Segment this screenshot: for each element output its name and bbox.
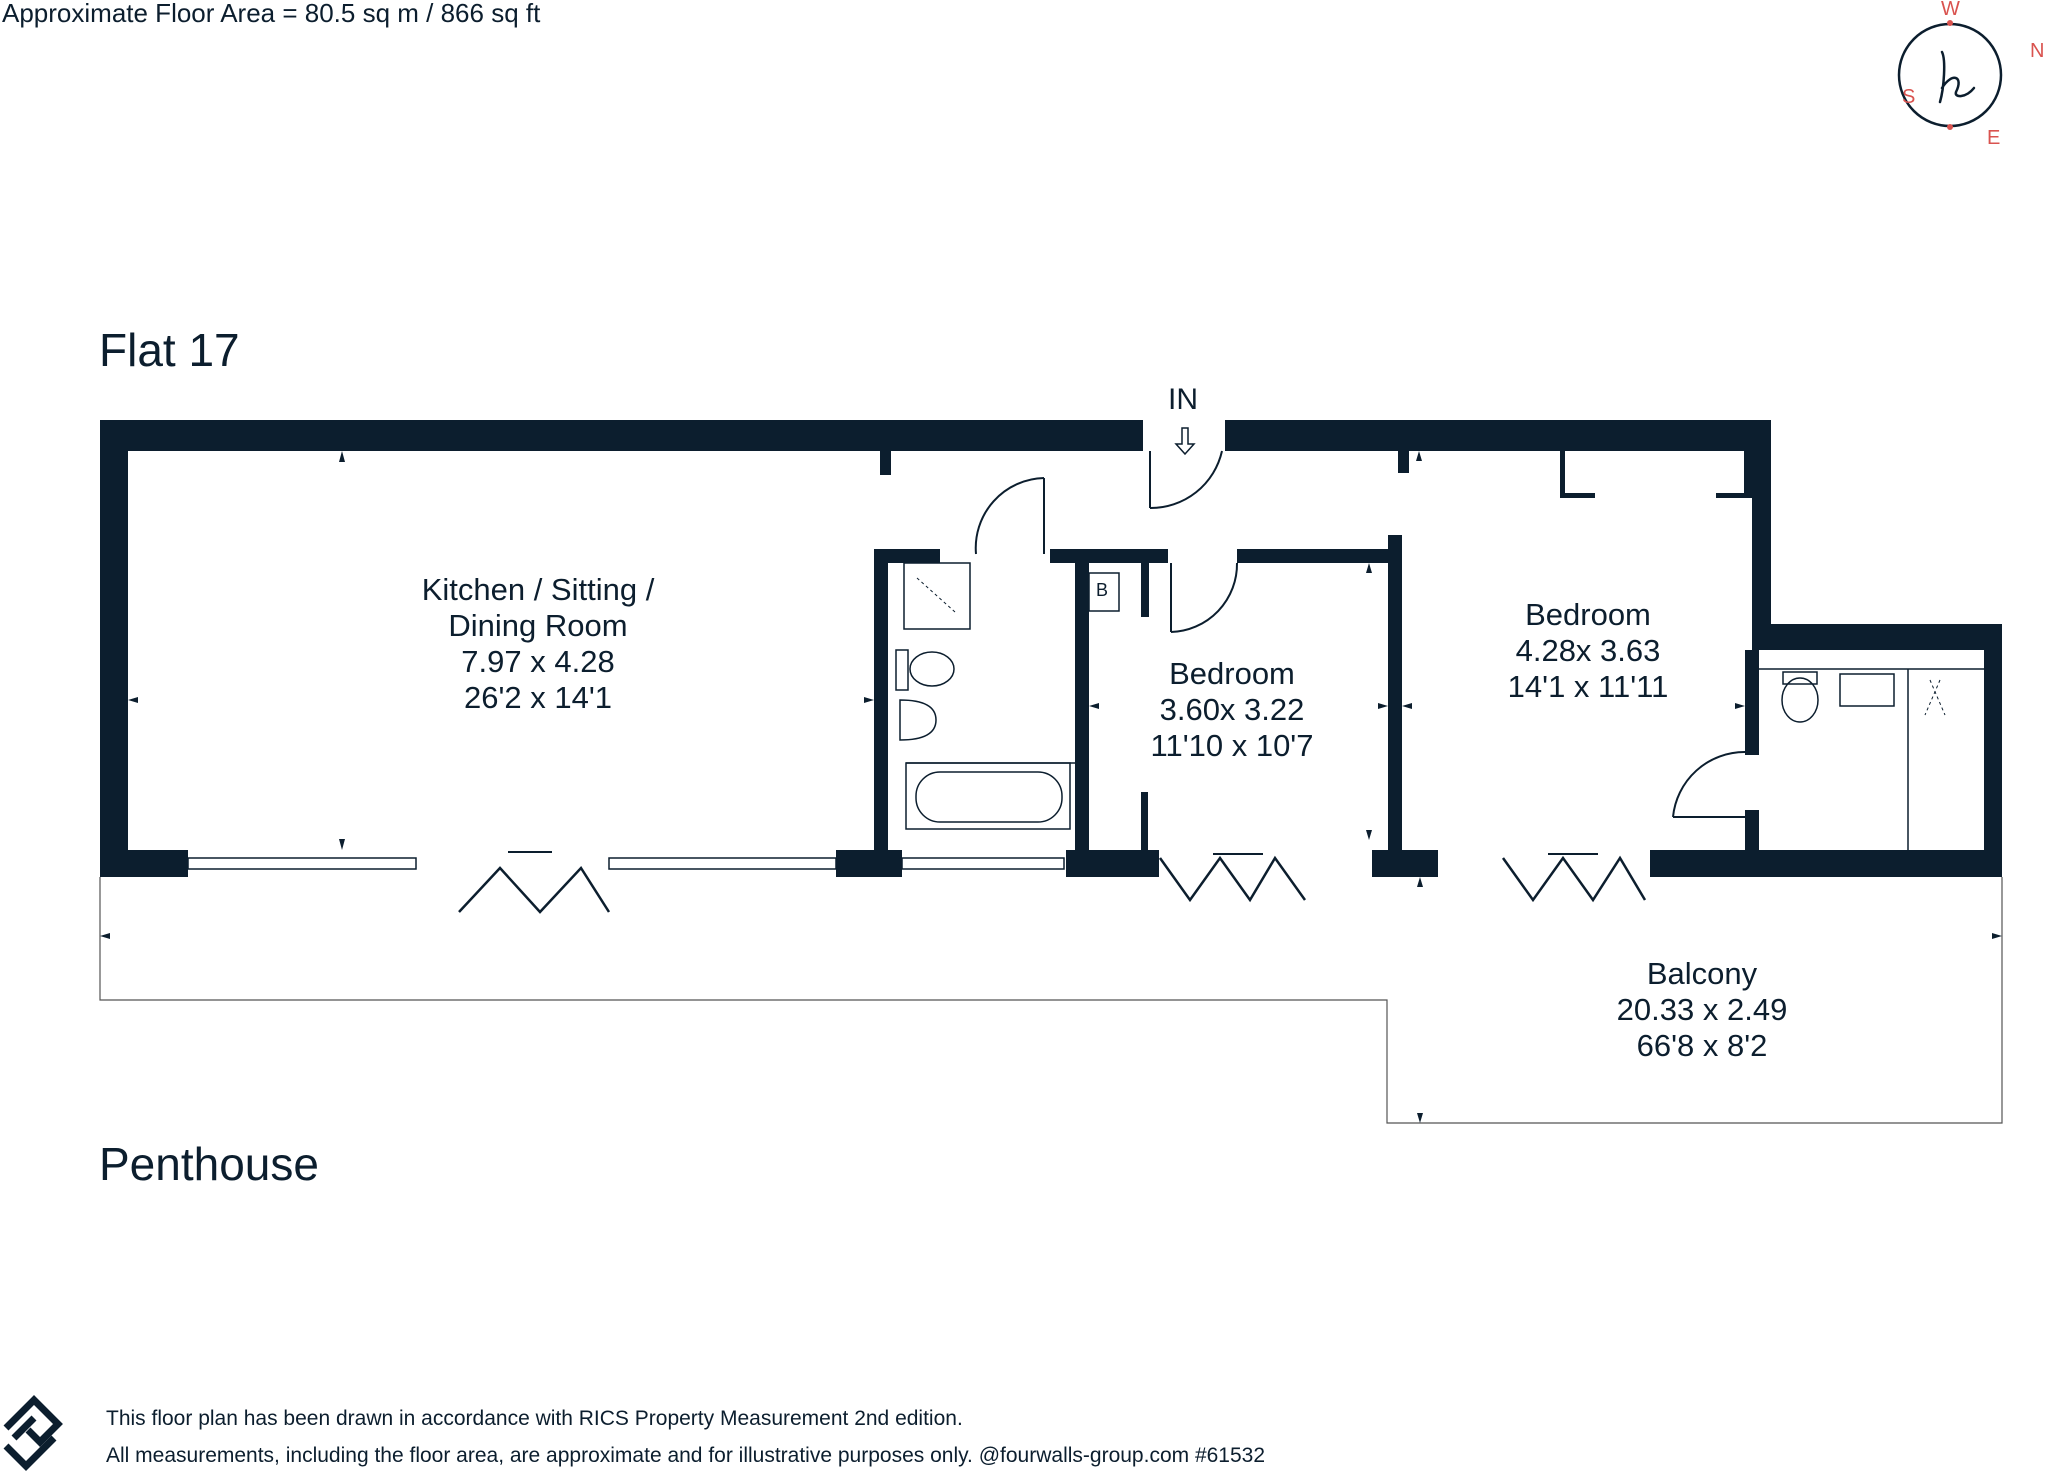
room-label-bedroom-2: Bedroom 4.28x 3.63 14'1 x 11'11 xyxy=(1458,597,1718,705)
room-label-bedroom-1: Bedroom 3.60x 3.22 11'10 x 10'7 xyxy=(1102,656,1362,764)
room-imperial-dimensions: 14'1 x 11'11 xyxy=(1507,669,1669,704)
room-metric-dimensions: 3.60x 3.22 xyxy=(1159,692,1305,727)
room-metric-dimensions: 7.97 x 4.28 xyxy=(461,644,615,679)
room-imperial-dimensions: 11'10 x 10'7 xyxy=(1150,728,1314,763)
room-name: Balcony xyxy=(1646,956,1758,991)
compass-east-label: E xyxy=(1987,127,2001,149)
compass: W N S E xyxy=(1890,0,2048,150)
fixtures xyxy=(99,427,2003,1124)
fourwalls-logo-icon xyxy=(3,1395,63,1471)
room-imperial-dimensions: 26'2 x 14'1 xyxy=(463,680,612,715)
compass-west-label: W xyxy=(1941,0,1960,20)
floor-area-caption: Approximate Floor Area = 80.5 sq m / 866… xyxy=(2,0,541,28)
fourwalls-logo xyxy=(0,1388,70,1483)
boiler-label: B xyxy=(1096,580,1109,600)
footer-disclaimer-rics: This floor plan has been drawn in accord… xyxy=(106,1407,963,1430)
compass-north-label: N xyxy=(2030,40,2045,62)
footer-disclaimer-measurements: All measurements, including the floor ar… xyxy=(106,1444,1266,1467)
plan-title: Flat 17 xyxy=(99,324,240,376)
room-name: Bedroom xyxy=(1525,597,1651,632)
room-metric-dimensions: 4.28x 3.63 xyxy=(1515,633,1661,668)
room-label-kitchen: Kitchen / Sitting / Dining Room 7.97 x 4… xyxy=(368,572,708,716)
room-label-balcony: Balcony 20.33 x 2.49 66'8 x 8'2 xyxy=(1572,956,1832,1064)
dimension-ticks xyxy=(100,451,2002,1123)
room-imperial-dimensions: 66'8 x 8'2 xyxy=(1636,1028,1768,1063)
compass-south-label: S xyxy=(1902,86,1916,108)
plan-subtitle: Penthouse xyxy=(99,1138,319,1190)
entrance-label: IN xyxy=(1168,383,1198,416)
compass-ring-icon xyxy=(1897,20,2003,130)
walls xyxy=(100,420,2002,877)
room-name: Bedroom xyxy=(1169,656,1295,691)
room-metric-dimensions: 20.33 x 2.49 xyxy=(1616,992,1788,1027)
room-name-line: Dining Room xyxy=(448,608,628,643)
room-name-line: Kitchen / Sitting / xyxy=(421,572,655,607)
